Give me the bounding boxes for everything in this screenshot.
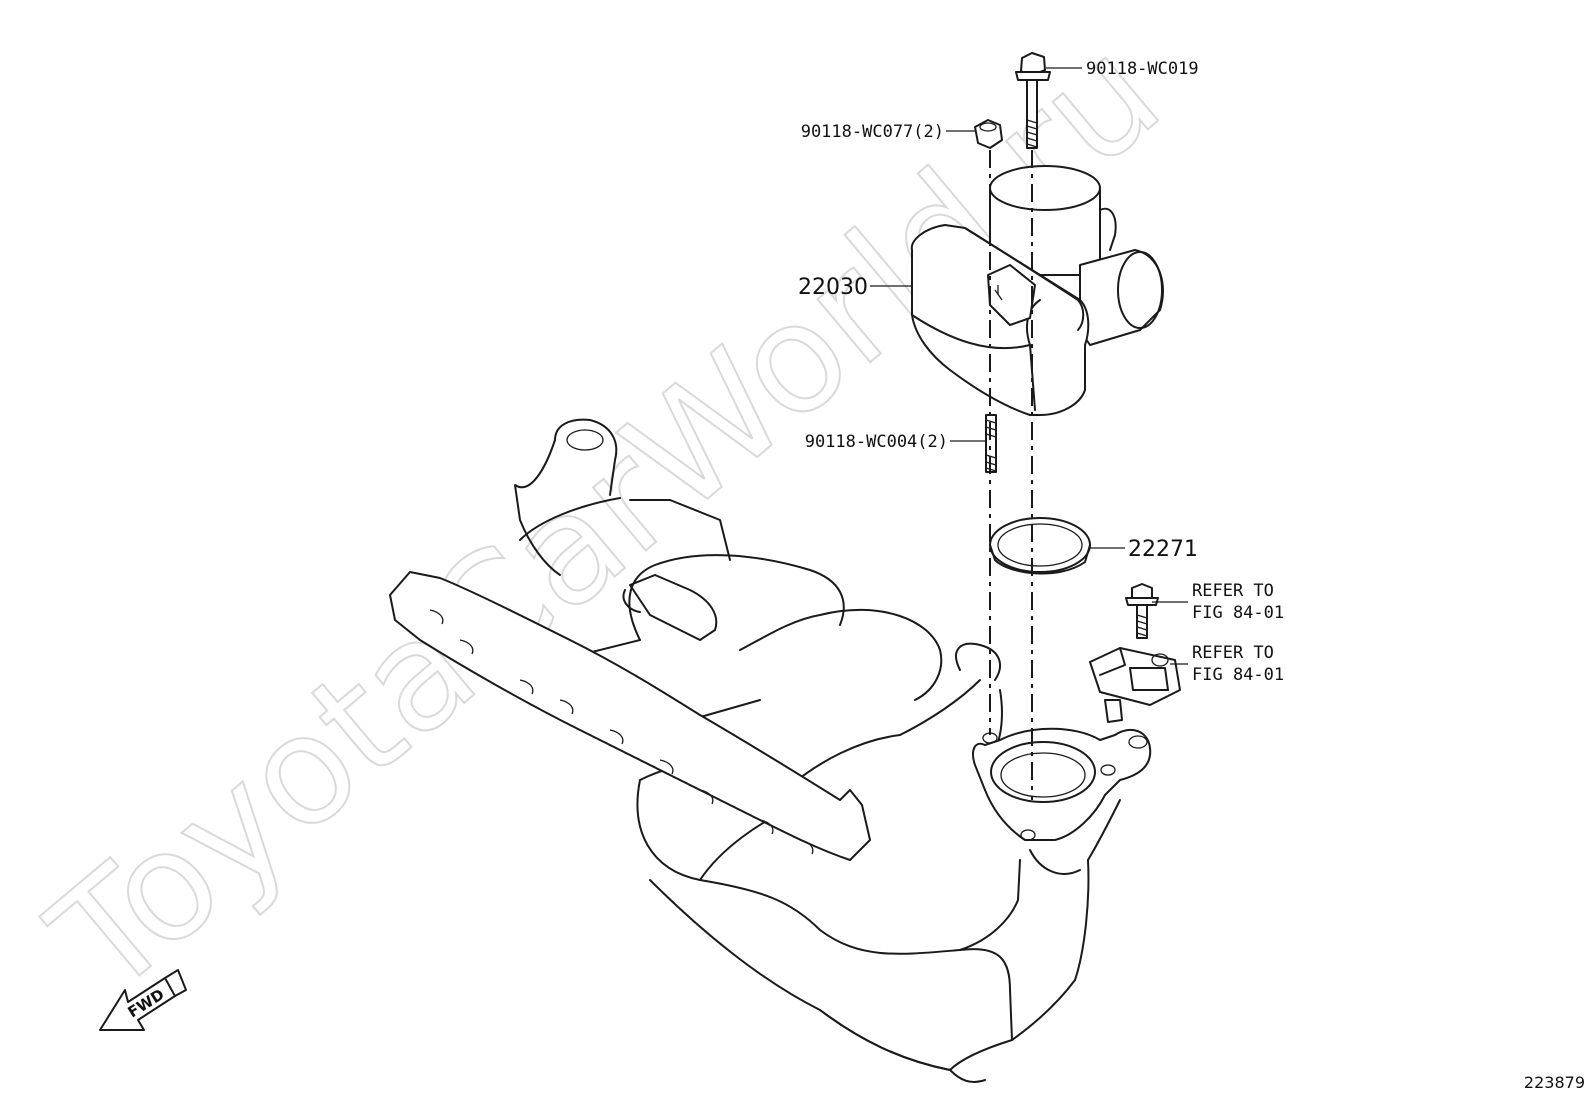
map-sensor-illustration [1089, 647, 1181, 723]
intake-manifold [389, 418, 1121, 1083]
watermark-text: ToyotaCarWorld.ru [21, 6, 1192, 1028]
throttle-flange [972, 727, 1152, 841]
bolt-top-illustration [1015, 52, 1051, 149]
label-nut: 90118-WC077(2) [801, 122, 944, 142]
label-gasket: 22271 [1128, 537, 1198, 562]
label-refer-bolt-line2: FIG 84-01 [1192, 603, 1284, 623]
image-id: 223879 [1524, 1073, 1585, 1092]
label-stud: 90118-WC004(2) [805, 432, 948, 452]
label-throttle-body: 22030 [798, 275, 868, 300]
label-refer-bolt-line1: REFER TO [1192, 581, 1274, 601]
label-refer-sensor-line2: FIG 84-01 [1192, 665, 1284, 685]
label-bolt-top: 90118-WC019 [1086, 59, 1199, 79]
sensor-bolt-illustration [1125, 583, 1159, 639]
label-refer-sensor-line1: REFER TO [1192, 643, 1274, 663]
nut-illustration [974, 119, 1003, 149]
throttle-body-illustration [910, 165, 1164, 416]
gasket-illustration [989, 517, 1091, 575]
